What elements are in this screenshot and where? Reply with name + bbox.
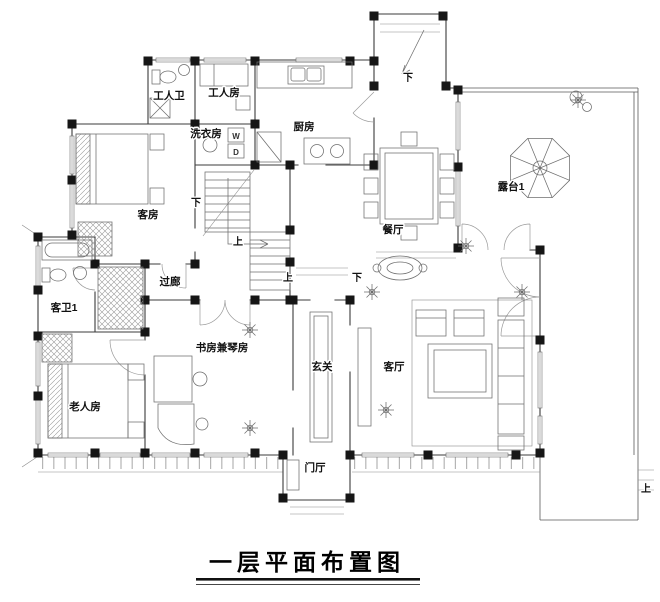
staircase	[202, 29, 425, 291]
marker-stair-up: 上	[233, 235, 243, 248]
columns	[33, 11, 545, 503]
room-label-corridor: 过廊	[160, 275, 181, 288]
study-desk-icon	[153, 355, 209, 445]
terrace-table-icon	[510, 90, 592, 198]
direction-labels: 下 上 上 下 下 上 W D	[190, 71, 653, 497]
marker-hall-down: 下	[352, 272, 362, 284]
terrace-and-decks	[21, 87, 654, 521]
title-block: 一层平面布置图	[196, 549, 420, 585]
room-labels: 工人卫 工人房 洗衣房 厨房 客房 餐厅 露台1 过廊 客卫1 书房兼琴房 玄关…	[48, 85, 526, 476]
label-washer: W	[232, 132, 240, 141]
hall-closet-icon	[97, 266, 144, 330]
room-label-elder-room: 老人房	[68, 400, 101, 413]
guest-bed-icon	[75, 133, 165, 257]
marker-stair-down: 下	[191, 197, 201, 209]
label-dryer: D	[233, 148, 239, 157]
room-label-guest-room: 客房	[137, 208, 159, 221]
guest-bath-fixtures-icon	[41, 239, 93, 283]
room-label-kitchen: 厨房	[294, 120, 315, 133]
room-label-entry-hall: 门厅	[305, 461, 326, 474]
foyer-console-icon	[309, 311, 333, 443]
living-room-set-icon	[357, 297, 533, 451]
room-label-dining: 餐厅	[382, 223, 404, 236]
marker-porch-down: 下	[403, 72, 413, 84]
room-label-laundry: 洗衣房	[190, 127, 222, 140]
kitchen-counter-icon	[256, 61, 353, 165]
worker-bath-fixtures-icon	[149, 64, 190, 119]
washer-dryer-icon	[202, 127, 245, 159]
marker-hall-up: 上	[283, 271, 293, 284]
decor-console-icon	[372, 255, 428, 281]
room-label-study: 书房兼琴房	[196, 341, 249, 354]
drawing-title: 一层平面布置图	[209, 549, 405, 575]
dining-table-icon	[363, 131, 455, 241]
walls	[37, 13, 541, 501]
room-label-worker-room: 工人房	[208, 86, 240, 99]
elder-bed-icon	[41, 333, 145, 439]
room-label-foyer: 玄关	[312, 360, 333, 373]
title-underline-thin	[196, 584, 420, 585]
marker-deck-up: 上	[641, 482, 651, 495]
room-label-worker-bath: 工人卫	[153, 89, 185, 102]
room-label-terrace: 露台1	[498, 180, 525, 193]
room-label-guest-bath: 客卫1	[50, 301, 78, 314]
entry-cabinet-icon	[286, 459, 300, 491]
worker-room-bed-icon	[199, 63, 251, 111]
title-underline-thick	[196, 578, 420, 581]
room-label-living: 客厅	[383, 360, 405, 373]
